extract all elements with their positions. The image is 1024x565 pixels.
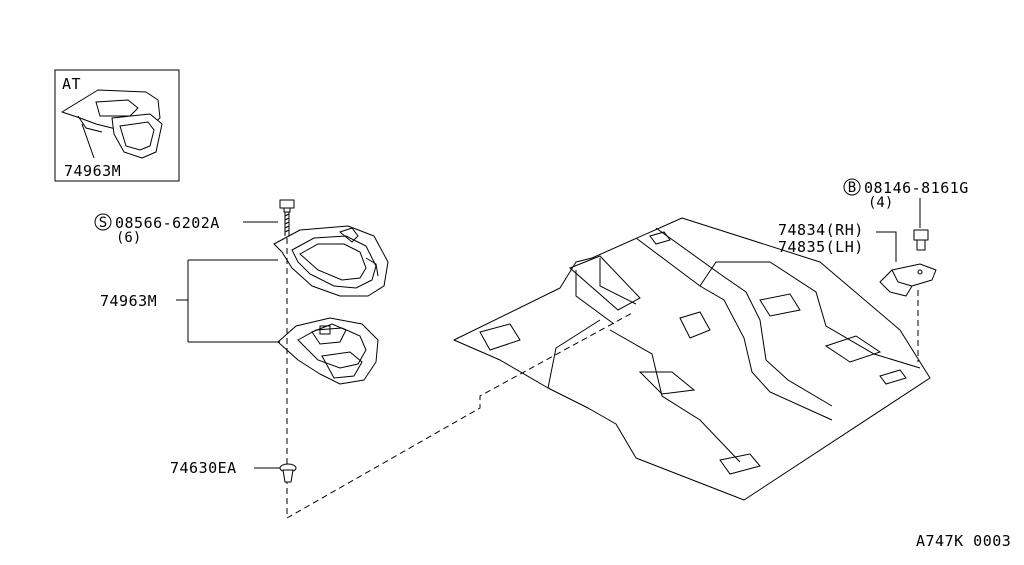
clip-callout: 74630EA [170, 459, 297, 483]
screw-callout: S 08566-6202A (6) [94, 199, 295, 246]
screw-quantity: (6) [116, 230, 141, 246]
insulator-lower-drawing [277, 317, 379, 385]
inset-box: AT 74963M [54, 69, 180, 182]
inset-part-label: 74963M [64, 162, 121, 180]
inset-insulator-drawing [61, 89, 163, 159]
screw-part-number: 08566-6202A [115, 214, 220, 232]
screw-symbol-circle [94, 213, 112, 231]
bracket-lh-label: 74835(LH) [778, 238, 864, 256]
insulator-part-label: 74963M [100, 292, 157, 310]
inset-leader [81, 123, 95, 159]
clip-icon [279, 463, 297, 483]
bolt-part-number: 08146-8161G [864, 179, 969, 197]
clip-part-label: 74630EA [170, 459, 237, 477]
bolt-icon [913, 229, 929, 251]
inset-title: AT [62, 75, 81, 93]
bolt-callout: B 08146-8161G (4) [843, 178, 969, 251]
screw-icon [279, 199, 295, 236]
bolt-symbol: B [848, 180, 856, 196]
bolt-quantity: (4) [868, 195, 893, 211]
bracket-leader [876, 231, 897, 262]
inset-frame [54, 69, 180, 182]
bolt-symbol-circle [843, 178, 861, 196]
diagram-code: A747K 0003 [916, 532, 1011, 550]
screw-symbol: S [99, 215, 107, 231]
floor-panel-drawing [453, 217, 931, 501]
bracket-icon [879, 263, 937, 297]
clip-dashed-line [286, 311, 635, 519]
insulator-bracket-callout: 74963M [100, 259, 280, 343]
bracket-rh-label: 74834(RH) [778, 221, 864, 239]
insulator-upper-drawing [273, 225, 389, 297]
bracket-callout: 74834(RH) 74835(LH) [778, 221, 937, 297]
